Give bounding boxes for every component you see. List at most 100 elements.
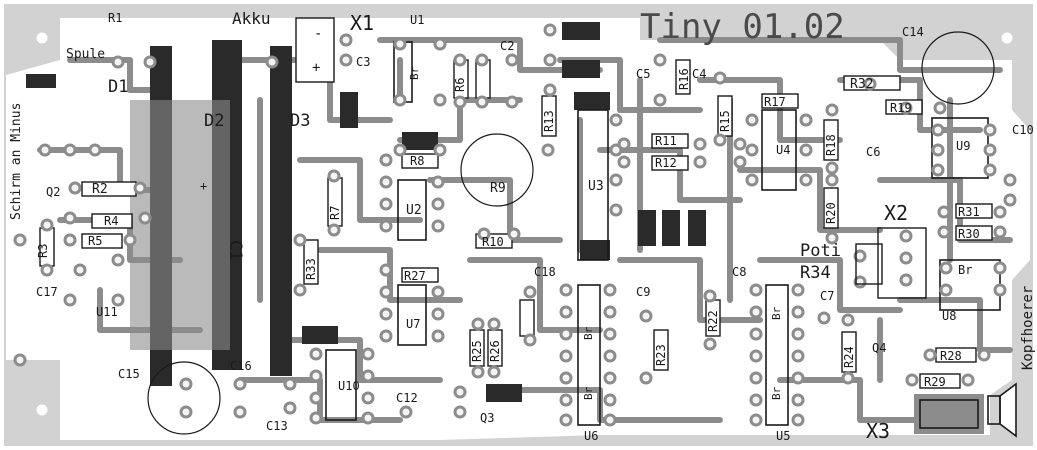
pad — [433, 37, 447, 51]
pad — [559, 327, 573, 341]
q4-label: Q4 — [872, 341, 886, 355]
pad — [111, 293, 125, 307]
c7-label: C7 — [820, 289, 834, 303]
pad — [523, 333, 537, 347]
pad — [559, 371, 573, 385]
r31-label: R31 — [958, 205, 980, 219]
c12-label: C12 — [396, 391, 418, 405]
pad — [639, 371, 653, 385]
pad — [993, 225, 1007, 239]
pad — [983, 143, 997, 157]
pad — [507, 227, 521, 241]
r9-trimmer-outline — [460, 133, 534, 207]
ground-planes — [130, 40, 610, 386]
r11-label: R11 — [655, 134, 677, 148]
br-label: Br — [958, 263, 972, 277]
pad — [309, 347, 323, 361]
pad — [559, 413, 573, 427]
pad — [433, 143, 447, 157]
pad — [603, 371, 617, 385]
pad — [379, 175, 393, 189]
poti-footprint — [855, 227, 927, 299]
pad — [791, 371, 805, 385]
board-title: Tiny 01.02 — [640, 7, 845, 47]
c4-label: C4 — [692, 67, 706, 81]
pad — [393, 37, 407, 51]
r2-label: R2 — [92, 182, 108, 197]
q2-label: Q2 — [46, 185, 60, 199]
pad — [749, 371, 763, 385]
pad — [653, 53, 667, 67]
pad — [453, 95, 467, 109]
pad — [487, 365, 501, 379]
pad — [653, 93, 667, 107]
r4-label: R4 — [104, 214, 118, 228]
pad — [283, 377, 297, 391]
pad — [559, 305, 573, 319]
pads — [13, 23, 1017, 427]
u10-label: U10 — [338, 379, 360, 393]
pad — [733, 137, 747, 151]
pad — [63, 293, 77, 307]
r29-label: R29 — [924, 375, 946, 389]
pad — [905, 373, 919, 387]
c14-label: C14 — [902, 25, 924, 39]
pad — [543, 23, 557, 37]
r28-label: R28 — [940, 349, 962, 363]
cap-circles — [147, 31, 995, 435]
r1-label: R1 — [108, 11, 122, 25]
pad — [603, 393, 617, 407]
pad — [361, 369, 375, 383]
pad — [233, 405, 247, 419]
pad — [825, 103, 839, 117]
x3-label: X3 — [866, 419, 890, 443]
u11-label: U11 — [96, 305, 118, 319]
pad — [133, 181, 147, 195]
pad — [339, 33, 353, 47]
c15-label: C15 — [118, 367, 140, 381]
pad — [791, 349, 805, 363]
c8-label: C8 — [732, 265, 746, 279]
pad — [703, 289, 717, 303]
pad — [505, 95, 519, 109]
pad — [841, 313, 855, 327]
r13-label: R13 — [542, 110, 556, 132]
pad — [309, 369, 323, 383]
pad — [609, 203, 623, 217]
pad — [143, 55, 157, 69]
br-label: Br — [408, 66, 421, 80]
pad — [543, 83, 557, 97]
pad — [327, 169, 341, 183]
pad — [841, 371, 855, 385]
pad — [617, 137, 631, 151]
pad — [523, 285, 537, 299]
x3-jack — [914, 382, 1017, 438]
r30-label: R30 — [958, 227, 980, 241]
pad — [283, 401, 297, 415]
r33-label: R33 — [304, 258, 318, 280]
pad — [379, 307, 393, 321]
c18-label: C18 — [534, 265, 556, 279]
c9-label: C9 — [636, 285, 650, 299]
pad — [431, 197, 445, 211]
pad — [825, 231, 839, 245]
br-label: Br — [582, 386, 595, 400]
u8-label: U8 — [942, 309, 956, 323]
pad — [1003, 173, 1017, 187]
pad — [477, 227, 491, 241]
pad — [609, 143, 623, 157]
pad — [791, 327, 805, 341]
pad — [379, 329, 393, 343]
pad — [825, 173, 839, 187]
r25-label: R25 — [470, 340, 484, 362]
pad — [733, 155, 747, 169]
pad — [863, 77, 877, 91]
ic-footprints — [325, 41, 1001, 426]
pad — [379, 285, 393, 299]
pad — [475, 95, 489, 109]
r12-label: R12 — [655, 156, 677, 170]
pad — [453, 405, 467, 419]
u6-label: U6 — [584, 429, 598, 443]
pad — [379, 219, 393, 233]
